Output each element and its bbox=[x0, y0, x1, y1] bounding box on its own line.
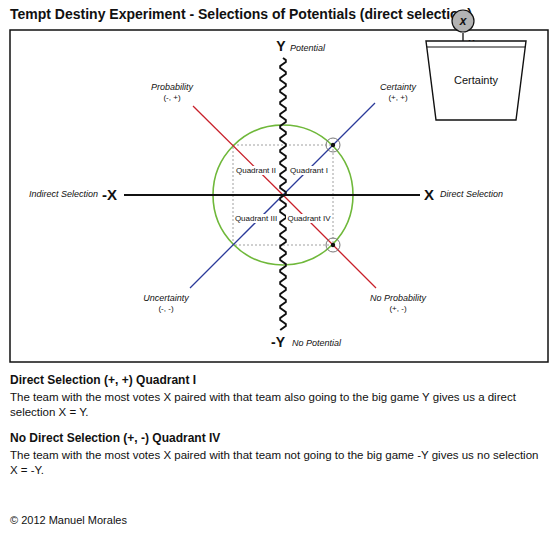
axis-letter: -X bbox=[102, 186, 117, 203]
section-heading: Direct Selection (+, +) Quadrant I bbox=[10, 374, 196, 388]
axis-name: Direct Selection bbox=[440, 189, 503, 199]
section-body: The team with the most votes X paired wi… bbox=[10, 448, 548, 478]
corner-sign: (-, -) bbox=[158, 304, 173, 313]
selection-marker bbox=[326, 238, 340, 252]
probability-line bbox=[193, 106, 283, 195]
axis-letter: X bbox=[424, 186, 434, 203]
frame bbox=[10, 30, 548, 362]
axis-letter: -Y bbox=[271, 334, 285, 350]
x-axis bbox=[124, 194, 420, 196]
corner-label: Uncertainty bbox=[143, 293, 189, 303]
corner-sign: (-, +) bbox=[163, 93, 180, 102]
corner-label: Certainty bbox=[380, 82, 416, 92]
quadrant-label: Quadrant II bbox=[235, 166, 277, 175]
corner-label: Probability bbox=[151, 82, 193, 92]
quadrant-label: Quadrant III bbox=[234, 214, 278, 223]
quadrant-label: Quadrant I bbox=[289, 166, 329, 175]
axis-name: Potential bbox=[290, 43, 325, 53]
selection-marker bbox=[326, 138, 340, 152]
selection-ball: x bbox=[451, 9, 475, 33]
selection-dot bbox=[331, 143, 335, 147]
section-body: The team with the most votes X paired wi… bbox=[10, 390, 548, 420]
certainty-line bbox=[283, 103, 375, 195]
no-probability-line bbox=[283, 195, 376, 288]
axis-name: Indirect Selection bbox=[29, 189, 98, 199]
node-text: x bbox=[460, 14, 467, 28]
node-text: Certainty bbox=[454, 74, 498, 86]
selection-dot bbox=[331, 243, 335, 247]
copyright: © 2012 Manuel Morales bbox=[10, 514, 127, 527]
y-axis bbox=[280, 58, 286, 330]
section-heading: No Direct Selection (+, -) Quadrant IV bbox=[10, 432, 220, 446]
corner-label: No Probability bbox=[370, 293, 426, 303]
certainty-bucket: Certainty bbox=[424, 38, 528, 122]
quadrant-label: Quadrant IV bbox=[286, 214, 331, 223]
uncertainty-line bbox=[190, 195, 283, 288]
axis-letter: Y bbox=[276, 38, 285, 54]
corner-sign: (+, +) bbox=[388, 93, 407, 102]
corner-sign: (+, -) bbox=[389, 304, 406, 313]
diagram-title: Tempt Destiny Experiment - Selections of… bbox=[10, 6, 472, 22]
axis-name: No Potential bbox=[292, 338, 341, 348]
